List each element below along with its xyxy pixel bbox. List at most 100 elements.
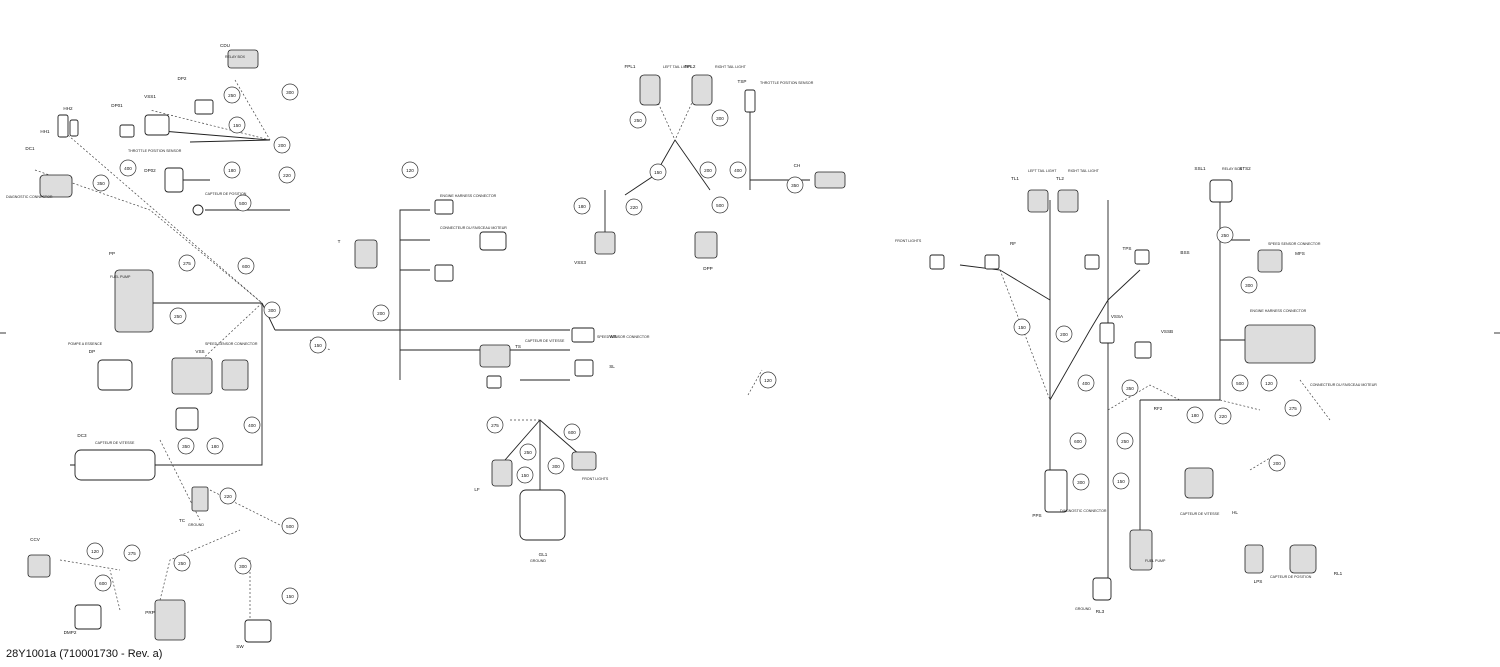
segment-bubble: 150 xyxy=(1013,318,1031,336)
segment-bubble: 120 xyxy=(759,371,777,389)
segment-bubble: 220 xyxy=(625,198,643,216)
connector-label: CAPTEUR DE VITESSE xyxy=(1180,512,1220,516)
svg-text:120: 120 xyxy=(764,378,772,383)
segment-bubble: 220 xyxy=(219,487,237,505)
segment-bubble: 600 xyxy=(1069,432,1087,450)
connector-code: PRP xyxy=(145,610,154,615)
segment-bubble: 180 xyxy=(1186,406,1204,424)
svg-text:300: 300 xyxy=(286,90,294,95)
segment-bubble: 150 xyxy=(649,163,667,181)
connector-label: SPEED SENSOR CONNECTOR xyxy=(597,335,650,339)
svg-text:500: 500 xyxy=(286,524,294,529)
connector-code: CCV xyxy=(30,537,41,542)
svg-text:250: 250 xyxy=(178,561,186,566)
segment-bubble: 400 xyxy=(729,161,747,179)
svg-text:350: 350 xyxy=(791,183,799,188)
svg-text:180: 180 xyxy=(228,168,236,173)
connector-code: RF2 xyxy=(1154,406,1163,411)
connector-label: CONNECTEUR DU FAISCEAU MOTEUR xyxy=(440,226,507,230)
connector-label: RIGHT TAIL LIGHT xyxy=(715,65,747,69)
svg-text:150: 150 xyxy=(1018,325,1026,330)
connector-code: VSS xyxy=(195,349,204,354)
svg-text:150: 150 xyxy=(314,343,322,348)
connector-code: DP xyxy=(89,349,95,354)
connector-code: VSSB xyxy=(1161,329,1173,334)
segment-bubble: 350 xyxy=(786,176,804,194)
segment-bubble: 180 xyxy=(573,197,591,215)
svg-text:250: 250 xyxy=(524,450,532,455)
connector-code: FPL2 xyxy=(685,64,696,69)
segment-bubble: 500 xyxy=(234,194,252,212)
svg-text:350: 350 xyxy=(182,444,190,449)
segment-bubble: 275 xyxy=(123,544,141,562)
svg-text:150: 150 xyxy=(1117,479,1125,484)
segment-bubble: 180 xyxy=(223,161,241,179)
svg-text:400: 400 xyxy=(124,166,132,171)
connector-code: HL xyxy=(1232,510,1238,515)
connector-code: CH xyxy=(794,163,801,168)
svg-text:250: 250 xyxy=(634,118,642,123)
svg-text:180: 180 xyxy=(1191,413,1199,418)
connector-code: FPL1 xyxy=(625,64,636,69)
svg-text:300: 300 xyxy=(552,464,560,469)
segment-bubble: 150 xyxy=(281,587,299,605)
connector-label: GROUND xyxy=(530,559,546,563)
segment-bubble: 400 xyxy=(1077,374,1095,392)
svg-text:150: 150 xyxy=(654,170,662,175)
connector-code: TL1 xyxy=(1011,176,1019,181)
connector-code: DC1 xyxy=(25,146,35,151)
connector-label: ENGINE HARNESS CONNECTOR xyxy=(440,194,497,198)
segment-bubble: 250 xyxy=(629,111,647,129)
connector-label: LEFT TAIL LIGHT xyxy=(663,65,692,69)
segment-bubble: 300 xyxy=(1240,276,1258,294)
segment-bubble: 200 xyxy=(273,136,291,154)
connector-code: SL xyxy=(609,364,615,369)
segment-bubble: 200 xyxy=(1268,454,1286,472)
connector-code: LPS xyxy=(1254,579,1263,584)
svg-text:300: 300 xyxy=(716,116,724,121)
connector-code: RL1 xyxy=(1334,571,1343,576)
svg-text:500: 500 xyxy=(1236,381,1244,386)
connector-label: CAPTEUR DE POSITION xyxy=(205,192,247,196)
connector-code: TSP xyxy=(738,79,747,84)
segment-bubble: 150 xyxy=(516,466,534,484)
connector-code: BSS xyxy=(1180,250,1189,255)
svg-text:400: 400 xyxy=(248,423,256,428)
svg-text:200: 200 xyxy=(377,311,385,316)
segment-bubble: 120 xyxy=(86,542,104,560)
svg-text:150: 150 xyxy=(521,473,529,478)
svg-text:200: 200 xyxy=(704,168,712,173)
connector-code: VSS3 xyxy=(574,260,586,265)
svg-text:600: 600 xyxy=(99,581,107,586)
segment-bubble: 275 xyxy=(486,416,504,434)
connector-label: FRONT LIGHTS xyxy=(895,239,922,243)
connector-label: ENGINE HARNESS CONNECTOR xyxy=(1250,309,1307,313)
connector-label: POMPE A ESSENCE xyxy=(68,342,103,346)
svg-text:180: 180 xyxy=(211,444,219,449)
connector-label: CAPTEUR DE VITESSE xyxy=(95,441,135,445)
segment-bubble: 400 xyxy=(243,416,261,434)
segment-bubble: 300 xyxy=(547,457,565,475)
svg-text:275: 275 xyxy=(183,261,191,266)
connector-code: LF xyxy=(474,487,480,492)
svg-text:220: 220 xyxy=(283,173,291,178)
center-harness: FPL1 FPL2 TSP CH VSS3 DPP WS TS SL LF GL… xyxy=(470,64,846,563)
svg-text:600: 600 xyxy=(1074,439,1082,444)
segment-bubble: 250 xyxy=(169,307,187,325)
svg-text:300: 300 xyxy=(1245,283,1253,288)
segment-bubble: 350 xyxy=(177,437,195,455)
segment-bubble: 150 xyxy=(1112,472,1130,490)
svg-text:500: 500 xyxy=(239,201,247,206)
connector-label: FUEL PUMP xyxy=(110,275,131,279)
connector-code: HH1 xyxy=(40,129,50,134)
segment-bubble: 500 xyxy=(281,517,299,535)
segment-bubble: 350 xyxy=(92,174,110,192)
svg-text:600: 600 xyxy=(568,430,576,435)
segment-bubble: 250 xyxy=(1116,432,1134,450)
segment-bubble: 400 xyxy=(119,159,137,177)
connector-code: VSS1 xyxy=(144,94,156,99)
segment-bubble: 200 xyxy=(699,161,717,179)
segment-bubble: 600 xyxy=(563,423,581,441)
segment-bubble: 120 xyxy=(1260,374,1278,392)
